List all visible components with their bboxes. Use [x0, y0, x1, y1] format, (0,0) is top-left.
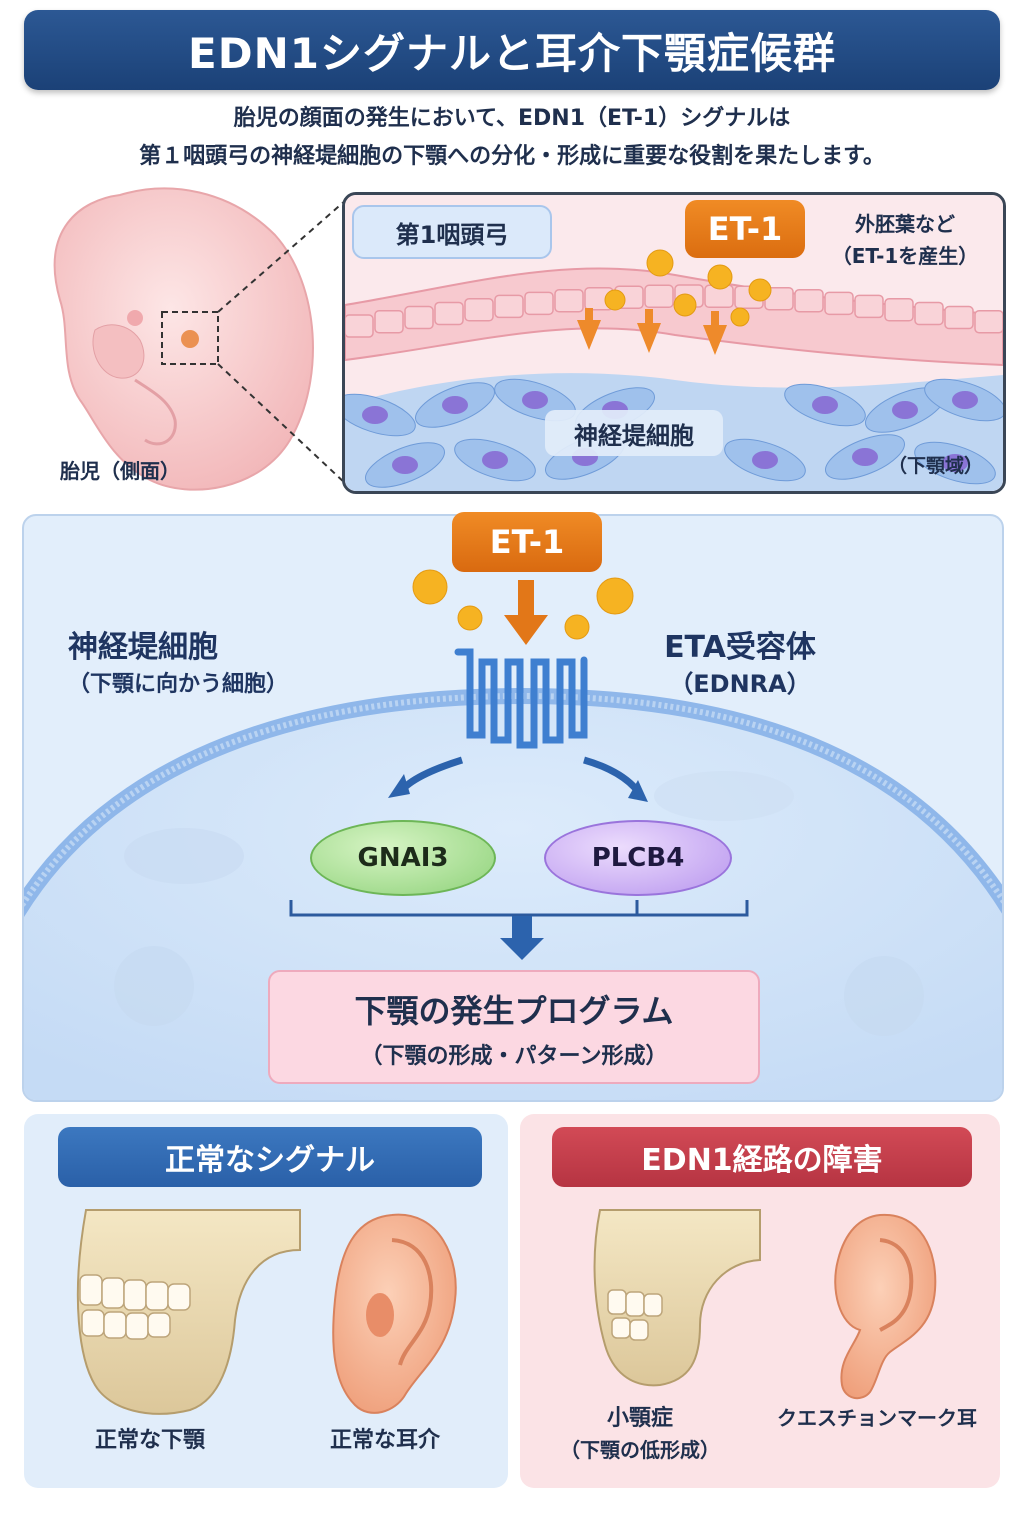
et1-binding-arrow: [504, 580, 548, 645]
ectoderm-cell: [644, 284, 674, 309]
ncc-title: 神経堤細胞: [68, 630, 218, 665]
cell-nucleus: [482, 451, 508, 469]
program-title: 下顎の発生プログラム: [354, 992, 674, 1030]
mandible-program-box: 下顎の発生プログラム （下顎の形成・パターン形成）: [268, 970, 760, 1084]
ectoderm-cell: [854, 294, 884, 319]
ectoderm-cell: [974, 309, 1003, 334]
ectoderm-cell: [794, 289, 824, 313]
micrognathia-illustration: [593, 1209, 761, 1387]
cell-nucleus: [812, 396, 838, 414]
embryo-label: 胎児（側面）: [60, 459, 180, 483]
ectoderm-label-line1: 外胚葉など: [855, 212, 955, 236]
disorder-header: EDN1経路の障害: [552, 1127, 972, 1187]
ectoderm-label-line2: （ET-1を産生）: [831, 244, 979, 268]
ectoderm-cell: [404, 305, 434, 330]
et1-ligand-dot: [564, 614, 590, 640]
cell-nucleus: [392, 456, 418, 474]
normal-ear-caption: 正常な耳介: [329, 1428, 440, 1453]
question-ear-caption: クエスチョンマーク耳: [777, 1406, 977, 1430]
ectoderm-cell: [434, 301, 464, 326]
et1-ligand-dot: [596, 577, 634, 615]
ectoderm-cell: [494, 294, 524, 319]
ectoderm-cell: [345, 314, 374, 338]
et1-ligand-dot: [412, 569, 448, 605]
cell-nucleus: [522, 391, 548, 409]
ectoderm-cell: [884, 298, 914, 322]
ligand-and-receptor: [289, 569, 749, 960]
et1-badge-top: ET-1: [685, 200, 805, 258]
micrognathia-subcaption: （下顎の低形成）: [560, 1438, 720, 1462]
ectoderm-label: 外胚葉など （ET-1を産生）: [820, 208, 990, 272]
page-title: EDN1シグナルと耳介下顎症候群: [188, 28, 836, 78]
receptor-title: ETA受容体: [664, 630, 816, 665]
ectoderm-cell: [554, 289, 584, 313]
arrow-to-program: [500, 916, 544, 960]
zoom-box: [161, 311, 219, 365]
title-banner: EDN1シグナルと耳介下顎症候群: [24, 10, 1000, 90]
et1-ligand-dot: [604, 289, 626, 311]
ectoderm-cell: [914, 301, 944, 326]
intro-line-2: 第１咽頭弓の神経堤細胞の下顎への分化・形成に重要な役割を果たします。: [139, 144, 885, 169]
et1-ligand-dot: [730, 307, 750, 327]
ectoderm-cell: [944, 305, 974, 330]
pharyngeal-arch-label: 第1咽頭弓: [352, 205, 552, 259]
et1-ligand-dot: [646, 249, 674, 277]
cell-nucleus: [362, 406, 388, 424]
plcb4-label: PLCB4: [591, 843, 685, 873]
et1-ligand-dot: [707, 264, 733, 290]
gpcr-receptor: [454, 648, 588, 749]
zoom-line-bottom: [217, 363, 347, 485]
et1-ligand-dot: [457, 605, 483, 631]
normal-jaw-caption: 正常な下顎: [94, 1428, 205, 1453]
et1-ligand-dot: [748, 278, 772, 302]
ncc-subtitle: （下顎に向かう細胞）: [68, 672, 289, 697]
micrognathia-caption: 小顎症: [606, 1406, 673, 1431]
cell-nucleus: [952, 391, 978, 409]
gnai3-node: GNAI3: [310, 820, 496, 896]
et1-badge-main: ET-1: [452, 512, 602, 572]
ectoderm-cell: [374, 309, 404, 334]
cell-nucleus: [752, 451, 778, 469]
embryo-illustration: [53, 187, 347, 491]
arch-highlight: [181, 330, 199, 348]
cell-nucleus: [942, 454, 968, 472]
normal-jaw-illustration: [76, 1209, 301, 1415]
mandibular-region-label: （下顎域）: [888, 455, 984, 477]
plcb4-node: PLCB4: [544, 820, 732, 896]
cell-nucleus: [892, 401, 918, 419]
neural-crest-label: 神経堤細胞: [545, 410, 723, 456]
ectoderm-cell: [524, 291, 554, 316]
et1-ligand-dot: [673, 293, 697, 317]
program-subtitle: （下顎の形成・パターン形成）: [360, 1044, 668, 1069]
receptor-subtitle: （EDNRA）: [669, 670, 811, 698]
cell-nucleus: [442, 396, 468, 414]
convergence-bracket: [289, 900, 749, 917]
intro-text: 胎児の顔面の発生において、EDN1（ET-1）シグナルは 第１咽頭弓の神経堤細胞…: [0, 100, 1024, 176]
question-mark-ear-illustration: [834, 1213, 937, 1400]
intro-line-1: 胎児の顔面の発生において、EDN1（ET-1）シグナルは: [233, 106, 791, 131]
cell-nucleus: [852, 448, 878, 466]
normal-ear-illustration: [332, 1213, 457, 1414]
ectoderm-cell: [464, 298, 494, 322]
gnai3-label: GNAI3: [357, 843, 449, 873]
normal-header: 正常なシグナル: [58, 1127, 482, 1187]
ectoderm-cell: [824, 291, 854, 316]
